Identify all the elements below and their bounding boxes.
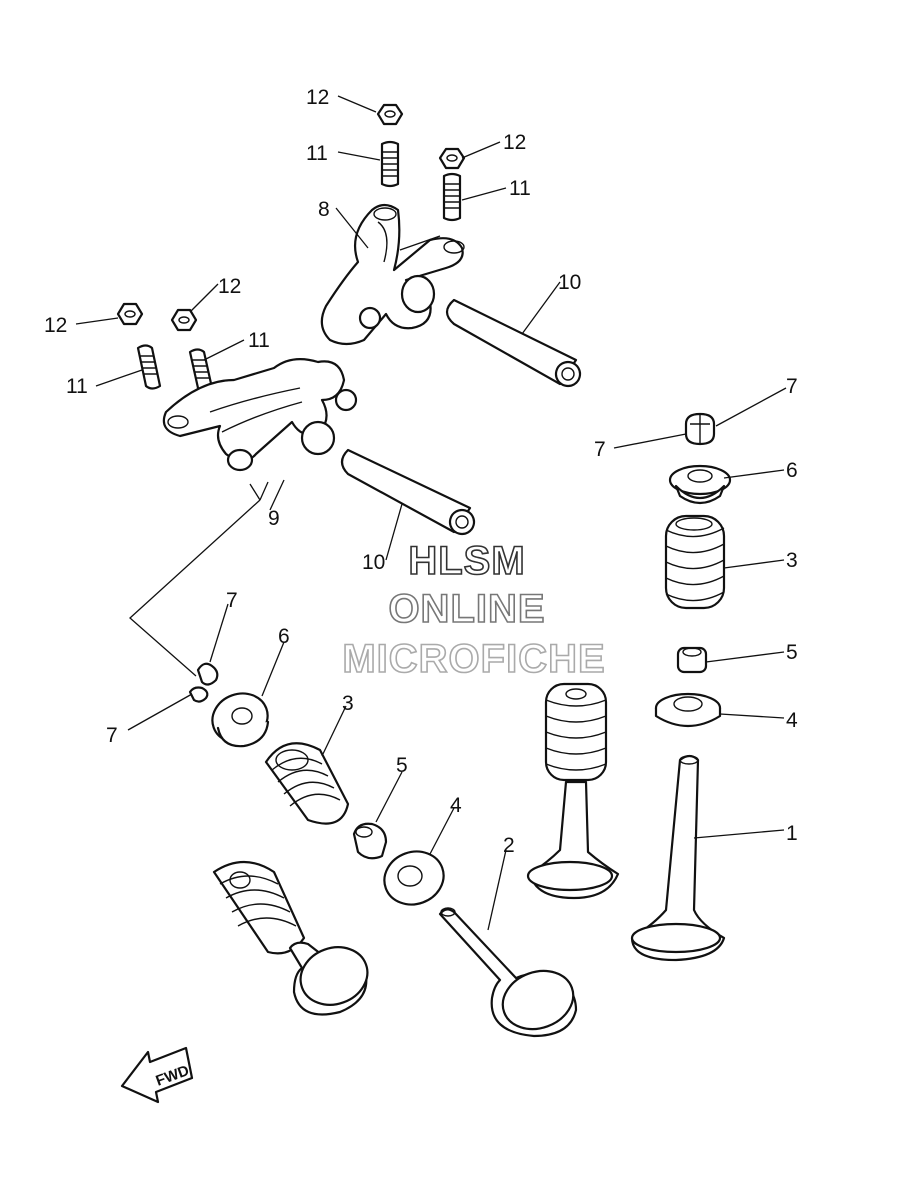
group-bracket-9: [129, 481, 269, 677]
spring-retainer-6-left: [211, 692, 270, 748]
callout-7-right-lower: 7: [594, 438, 606, 461]
valve-cotter-7-right: [684, 412, 716, 446]
valve-spring-3-left: [264, 742, 350, 825]
callout-7-left-lower: 7: [106, 724, 118, 747]
callout-6-left: 6: [278, 625, 290, 648]
leader-lines: [75, 95, 787, 931]
adjuster-screw-11-upper-left: [380, 140, 400, 188]
valve-assembled-left: [212, 861, 369, 1016]
callout-6-right: 6: [786, 459, 798, 482]
valve-cotter-7-left-upper: [196, 662, 219, 686]
lock-nut-12-mid-right: [170, 308, 198, 332]
callout-10-middle: 10: [362, 551, 385, 574]
spring-seat-4-right: [654, 692, 722, 727]
lock-nut-12-upper-right: [438, 147, 466, 170]
callout-11-upper-left: 11: [306, 142, 328, 165]
forward-direction-arrow: FWD: [120, 1046, 194, 1104]
callout-3-left: 3: [342, 692, 354, 715]
callout-3-right: 3: [786, 549, 798, 572]
callout-12-upper-left: 12: [306, 86, 329, 109]
callout-9: 9: [268, 507, 280, 530]
lock-nut-12-mid-left: [116, 302, 144, 326]
watermark-line-3: MICROFICHE: [342, 637, 605, 681]
callout-12-mid-right: 12: [218, 275, 241, 298]
callout-1: 1: [786, 822, 798, 845]
watermark-line-2: ONLINE: [388, 587, 545, 631]
callout-labels: 12 11 12 11 8 10 12 12 11 11 7 7 6 9 10 …: [44, 86, 798, 857]
callout-11-mid-right: 11: [248, 329, 270, 352]
watermark-line-1: HLSM: [408, 539, 525, 583]
callout-5-left: 5: [396, 754, 408, 777]
valve-cotter-7-left-lower: [188, 686, 209, 703]
spring-retainer-6-right: [668, 464, 732, 505]
rocker-shaft-10-middle: [340, 448, 476, 536]
callout-8: 8: [318, 198, 330, 221]
valve-spring-3-right: [664, 514, 726, 610]
callout-12-mid-left: 12: [44, 314, 67, 337]
rocker-arm-8: [320, 203, 465, 346]
spring-seat-4-left: [383, 850, 445, 906]
adjuster-screw-11-mid-left: [136, 344, 162, 390]
watermark: HLSM ONLINE MICROFICHE: [342, 538, 606, 682]
callout-7-left-upper: 7: [226, 589, 238, 612]
callout-2: 2: [503, 834, 515, 857]
callout-11-mid-left: 11: [66, 375, 88, 398]
callout-12-upper-right: 12: [503, 131, 526, 154]
callout-4-right: 4: [786, 709, 798, 732]
adjuster-screw-11-upper-right: [442, 172, 462, 222]
valve-stem-seal-5-left: [352, 822, 388, 860]
rocker-shaft-10-upper: [445, 298, 582, 388]
lock-nut-12-upper-left: [376, 103, 404, 126]
callout-7-right-upper: 7: [786, 375, 798, 398]
rocker-arm-9: [162, 357, 358, 472]
intake-valve-2-left: [438, 907, 578, 1038]
callout-4-left: 4: [450, 794, 462, 817]
valve-stem-seal-5-right: [676, 646, 708, 674]
exhaust-valve-1-right: [630, 754, 726, 962]
callout-11-upper-right: 11: [509, 177, 531, 200]
intake-valve-assembled-center: [526, 682, 620, 900]
callout-5-right: 5: [786, 641, 798, 664]
callout-10-upper: 10: [558, 271, 581, 294]
